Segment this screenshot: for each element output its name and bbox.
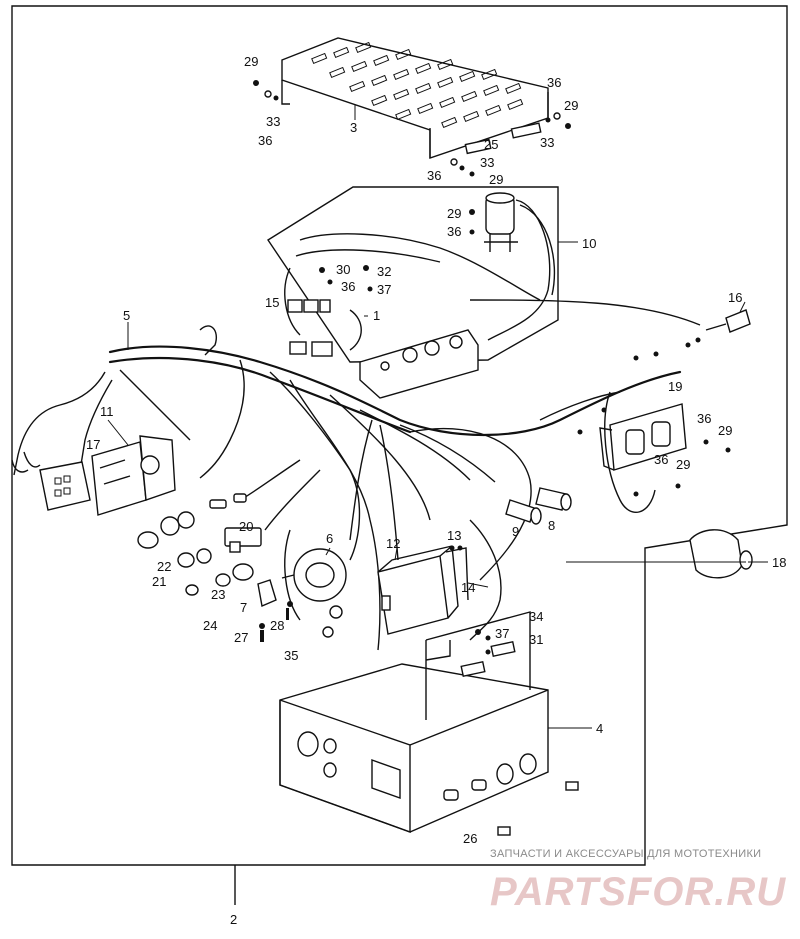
callout-3: 3: [350, 120, 357, 135]
watermark-logo: PARTSFOR.RU: [490, 870, 786, 914]
callout-25: 25: [484, 137, 498, 152]
callout-26: 26: [463, 831, 477, 846]
callout-36f: 36: [697, 411, 711, 426]
callout-7: 7: [240, 600, 247, 615]
wiring-harness: [13, 299, 701, 651]
watermark-caption: ЗАПЧАСТИ И АКСЕССУАРЫ ДЛЯ МОТОТЕХНИКИ: [490, 848, 761, 860]
callout-33b: 33: [540, 135, 554, 150]
callout-16: 16: [728, 290, 742, 305]
callout-36e: 36: [341, 279, 355, 294]
callout-29b: 29: [564, 98, 578, 113]
callout-18: 18: [772, 555, 786, 570]
cover-screws: [253, 80, 571, 177]
switch-components: [137, 493, 293, 642]
watermark: ЗАПЧАСТИ И АКСЕССУАРЫ ДЛЯ МОТОТЕХНИКИ PA…: [490, 848, 786, 914]
callout-36b: 36: [547, 75, 561, 90]
callout-36d: 36: [447, 224, 461, 239]
callout-37a: 37: [377, 282, 391, 297]
label-plate-25: [464, 138, 492, 155]
callout-35: 35: [284, 648, 298, 663]
callout-37b: 37: [495, 626, 509, 641]
callout-34: 34: [529, 609, 543, 624]
callout-11: 11: [100, 404, 114, 419]
callout-20: 20: [239, 519, 253, 534]
reg-screws: [319, 209, 475, 292]
leader-lines: [107, 104, 768, 729]
callout-29c: 29: [489, 172, 503, 187]
frame-border: [11, 5, 788, 905]
callout-31: 31: [529, 632, 543, 647]
callout-33c: 33: [480, 155, 494, 170]
connectors-8-9: [505, 487, 572, 525]
callout-10: 10: [582, 236, 596, 251]
callout-36c: 36: [427, 168, 441, 183]
rectifier-14: [377, 545, 469, 635]
label-plate-25b: [510, 122, 542, 139]
callout-29e: 29: [718, 423, 732, 438]
callout-22: 22: [157, 559, 171, 574]
callout-24: 24: [203, 618, 217, 633]
cover-slots: [311, 41, 524, 129]
callout-19: 19: [668, 379, 682, 394]
regulator-assembly: [284, 192, 556, 399]
callout-36g: 36: [654, 452, 668, 467]
callout-27: 27: [234, 630, 248, 645]
callout-32: 32: [377, 264, 391, 279]
callout-9: 9: [512, 524, 519, 539]
callout-15: 15: [265, 295, 279, 310]
relay-6: [281, 548, 347, 638]
callout-14: 14: [461, 580, 475, 595]
callout-8: 8: [548, 518, 555, 533]
callout-4: 4: [596, 721, 603, 736]
plug-16: [685, 309, 751, 348]
callout-1: 1: [373, 308, 380, 323]
callout-21: 21: [152, 574, 166, 589]
callout-28: 28: [270, 618, 284, 633]
outlet-19: [577, 351, 731, 497]
callout-29f: 29: [676, 457, 690, 472]
callout-29a: 29: [244, 54, 258, 69]
callout-6: 6: [326, 531, 333, 546]
callout-30: 30: [336, 262, 350, 277]
meter-assembly: [11, 435, 176, 516]
callout-5: 5: [123, 308, 130, 323]
subassembly-10-outline: [267, 186, 578, 363]
callout-33a: 33: [266, 114, 280, 129]
callout-36a: 36: [258, 133, 272, 148]
callout-labels: 1 2 3 4 5 6 7 8 9 10 11 12 13 14 15 16 1…: [86, 54, 786, 927]
callout-23: 23: [211, 587, 225, 602]
callout-2: 2: [230, 912, 237, 927]
fuse-holder-18: [689, 529, 753, 579]
callout-17: 17: [86, 437, 100, 452]
callout-13: 13: [447, 528, 461, 543]
base-housing-4: [279, 611, 579, 836]
callout-12: 12: [386, 536, 400, 551]
top-cover: [253, 37, 571, 177]
callout-29d: 29: [447, 206, 461, 221]
